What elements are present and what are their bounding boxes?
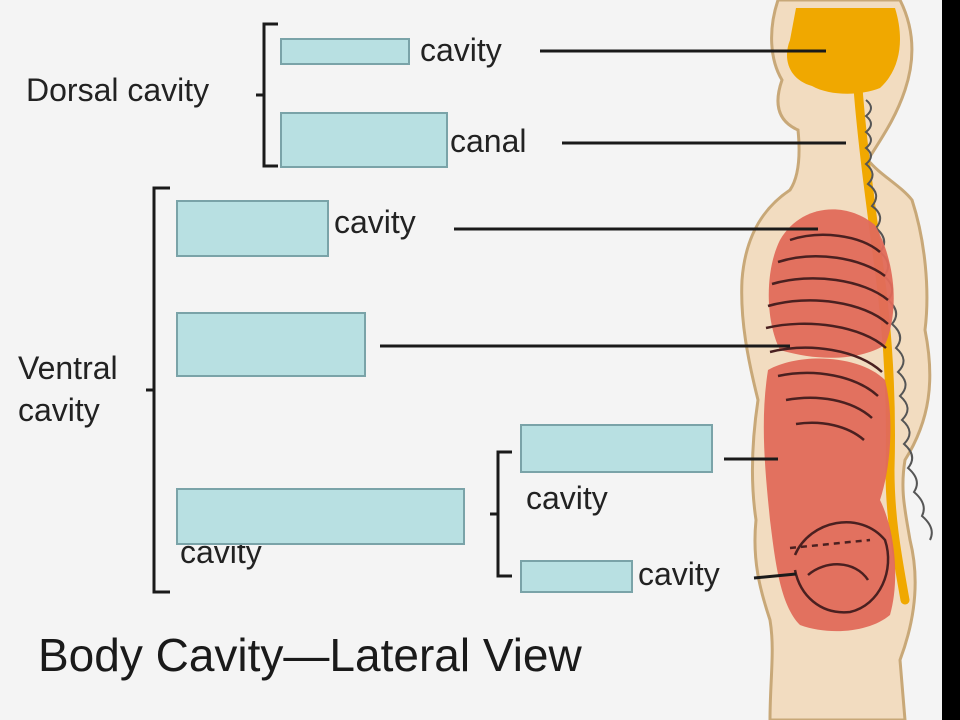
abdominopelvic-cavity-shape [763,358,896,632]
ventral-bracket [146,186,170,594]
pelvic-suffix-label: cavity [638,556,720,592]
abdominopelvic-answer-box[interactable] [176,488,465,545]
spinal-cord-shape [853,83,910,605]
spinal-suffix-label: canal [450,123,527,159]
ribs [765,233,889,441]
ventral-cavity-label-line1: Ventral [18,350,118,386]
cranial-suffix-label: cavity [420,32,502,68]
diagram-title: Body Cavity—Lateral View [38,629,582,681]
cranial-answer-box[interactable] [280,38,410,65]
dorsal-bracket [256,22,278,168]
thoracic-answer-box[interactable] [176,200,329,257]
right-margin [942,0,960,720]
thoracic-cavity-shape [768,209,894,358]
thoracic-suffix-label: cavity [334,204,416,240]
abdominopelvic-bracket [490,450,512,578]
ventral-cavity-label-line2: cavity [18,392,100,428]
pelvic-answer-box[interactable] [520,560,633,593]
dorsal-cavity-label: Dorsal cavity [26,72,210,108]
leader-pelvic [753,572,797,580]
pelvis [789,521,890,614]
abdominal-answer-box[interactable] [520,424,713,473]
abdominal-suffix-label: cavity [526,480,608,516]
cranial-cavity-shape [786,8,900,94]
spinal-answer-box[interactable] [280,112,448,168]
diaphragm-answer-box[interactable] [176,312,366,377]
